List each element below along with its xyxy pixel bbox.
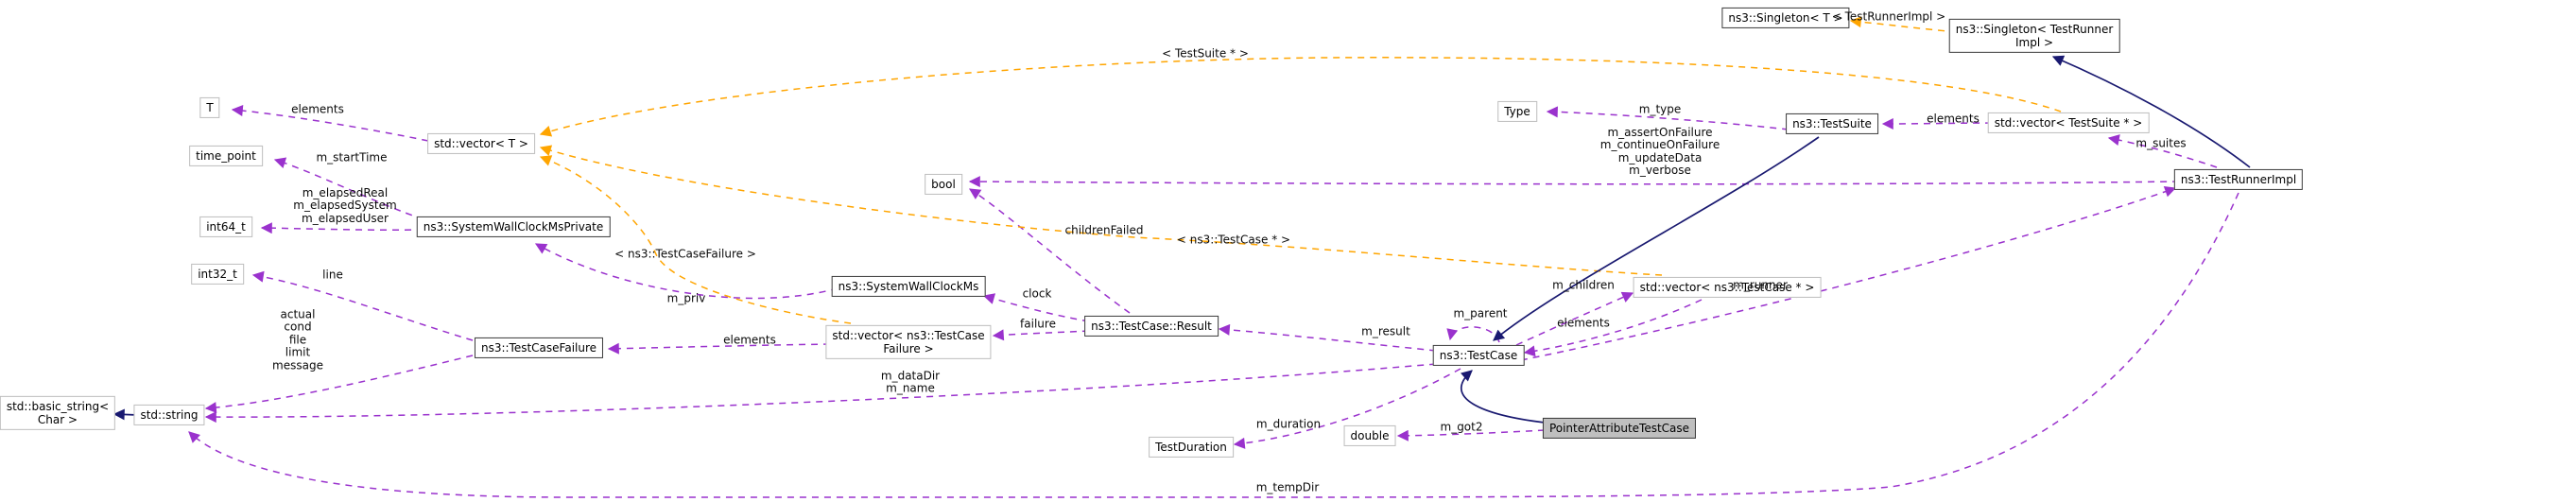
- edge-label-m-runner: m_runner: [1733, 278, 1788, 292]
- edge-testcasefailure-to-int32-line: [251, 270, 474, 341]
- edge-vecfailure-template-of-vector: [539, 155, 852, 324]
- edge-label-m-elapsed: m_elapsedReal m_elapsedSystem m_elapsedU…: [293, 185, 397, 225]
- edge-label-childrenFailed: childrenFailed: [1064, 223, 1144, 237]
- edge-vectestcase-template-of-vector: [539, 145, 1663, 276]
- edge-testcase-to-testrunnerimpl-m-runner: [1520, 185, 2177, 361]
- edge-testcase-to-vectestcase-m-children: [1515, 291, 1634, 346]
- edge-testrunnerimpl-to-bool-flags: [968, 176, 2180, 188]
- class-node-systemwallclockmsprivate[interactable]: ns3::SystemWallClockMsPrivate: [416, 216, 611, 238]
- edge-result-to-vecfailure-failure: [992, 329, 1090, 341]
- edge-pointer-to-double-m-got2: [1396, 429, 1546, 441]
- edge-wallclockpriv-to-int64-elapsed: [260, 222, 424, 234]
- edge-label-ts-template: < TestSuite * >: [1162, 46, 1249, 61]
- edge-pointer-inherits-testcase: [1460, 370, 1546, 424]
- edge-testsuite-inherits-testcase: [1493, 136, 1820, 341]
- class-node-testcase-result[interactable]: ns3::TestCase::Result: [1084, 315, 1219, 338]
- edge-label-m-children: m_children: [1552, 278, 1615, 292]
- class-node-basic-string: std::basic_string< Char >: [0, 395, 116, 431]
- edge-wallclockpriv-to-timepoint-startTime: [273, 157, 424, 220]
- edge-testrunnerimpl-to-vectestsuite-m-suites: [2107, 134, 2218, 168]
- edge-label-m-startTime: m_startTime: [316, 150, 388, 164]
- class-node-testrunnerimpl[interactable]: ns3::TestRunnerImpl: [2173, 168, 2304, 191]
- class-node-pointerattributetestcase: PointerAttributeTestCase: [1542, 417, 1697, 440]
- class-node-time-point: time_point: [189, 145, 263, 167]
- class-node-vector-t: std::vector< T >: [427, 132, 535, 155]
- edge-testcase-self-m-parent: [1446, 326, 1500, 343]
- edge-label-m-type: m_type: [1638, 102, 1682, 116]
- class-node-singleton-t[interactable]: ns3::Singleton< T >: [1721, 7, 1850, 29]
- class-node-int64-t: int64_t: [199, 216, 252, 238]
- edge-testcasefailure-to-string-members: [204, 355, 474, 414]
- edge-label-m-priv: m_priv: [666, 291, 706, 305]
- edge-label-ts-elements: elements: [1927, 112, 1980, 126]
- edge-label-runner-flags: m_assertOnFailure m_continueOnFailure m_…: [1599, 126, 1720, 178]
- edge-label-tc-elements: elements: [1557, 316, 1610, 330]
- edge-testrunnerimpl-inherits-singleton: [2051, 55, 2251, 168]
- edge-label-clock: clock: [1022, 286, 1052, 301]
- edge-label-failure-members: actual cond file limit message: [272, 307, 323, 372]
- edge-label-m-tempDir: m_tempDir: [1255, 480, 1320, 494]
- edge-label-m-suites: m_suites: [2135, 136, 2187, 150]
- class-node-systemwallclockms[interactable]: ns3::SystemWallClockMs: [831, 275, 986, 298]
- edge-vectestsuite-template-of-vector: [539, 57, 2062, 137]
- edge-label-tc-template: < ns3::TestCase * >: [1176, 233, 1291, 247]
- class-node-t: T: [199, 96, 220, 119]
- edge-label-impl-template: < TestRunnerImpl >: [1831, 9, 1946, 24]
- edge-testcase-to-testduration-m-duration: [1233, 368, 1461, 449]
- edge-label-m-parent: m_parent: [1453, 306, 1508, 320]
- edge-result-to-bool-childrenFailed: [968, 188, 1131, 314]
- edge-label-t-elements: elements: [291, 102, 344, 116]
- class-node-testcase[interactable]: ns3::TestCase: [1432, 344, 1525, 367]
- edge-testsuite-to-type-m-type: [1546, 106, 1789, 130]
- class-node-int32-t: int32_t: [191, 263, 244, 286]
- class-node-testsuite[interactable]: ns3::TestSuite: [1786, 113, 1878, 135]
- class-node-vector-testsuite: std::vector< TestSuite * >: [1987, 112, 2150, 134]
- class-node-bool: bool: [925, 173, 962, 196]
- class-node-singleton-testrunnerimpl[interactable]: ns3::Singleton< TestRunner Impl >: [1948, 18, 2120, 54]
- edge-testcase-to-result-m-result: [1218, 323, 1437, 352]
- edge-label-tcf-elements: elements: [723, 333, 776, 347]
- edge-vecfailure-to-testcasefailure-elements: [607, 342, 831, 355]
- edge-label-m-dataDir-m-name: m_dataDir m_name: [880, 369, 941, 395]
- edge-vectestcase-to-testcase-elements: [1523, 299, 1703, 357]
- edge-result-to-wallclockms-clock: [982, 293, 1090, 322]
- class-node-type: Type: [1497, 100, 1537, 123]
- class-node-vector-testcase: std::vector< ns3::TestCase * >: [1633, 276, 1822, 299]
- class-node-double: double: [1343, 424, 1396, 447]
- edge-label-m-got2: m_got2: [1440, 420, 1483, 434]
- edge-testcase-to-string-m-dataDir: [204, 363, 1437, 424]
- class-node-testduration: TestDuration: [1149, 436, 1234, 459]
- edge-label-failure: failure: [1020, 317, 1056, 331]
- edge-label-tcf-template: < ns3::TestCaseFailure >: [614, 247, 756, 261]
- edge-wallclockms-to-wallclockpriv-m-priv: [534, 243, 838, 300]
- class-node-std-string: std::string: [133, 404, 205, 426]
- class-node-testcasefailure[interactable]: ns3::TestCaseFailure: [474, 337, 604, 359]
- edge-label-m-result: m_result: [1361, 324, 1410, 338]
- class-node-vector-testcasefailure: std::vector< ns3::TestCase Failure >: [825, 324, 992, 360]
- edge-singleton-template-instance: [1849, 16, 1958, 33]
- edge-label-line: line: [322, 268, 343, 282]
- edge-label-m-duration: m_duration: [1255, 417, 1322, 431]
- edge-vector-t-to-t-elements: [231, 105, 429, 142]
